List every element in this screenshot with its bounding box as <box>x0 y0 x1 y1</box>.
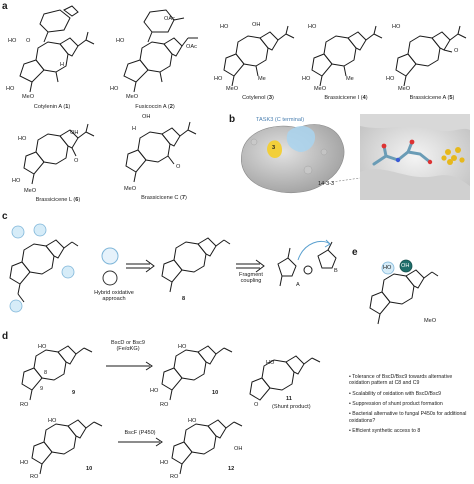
panel-letter-b: b <box>229 114 236 125</box>
protein-surface-image <box>241 114 470 200</box>
atom-label: OH <box>252 22 261 28</box>
atom-label: HO <box>214 76 223 82</box>
compound-number-9: 9 <box>72 390 76 396</box>
compound-number-11: 11 <box>286 396 292 402</box>
finding-item: • Scalability of oxidation with BscD/Bsc… <box>349 390 442 397</box>
protein-label: 14-3-3 <box>318 181 335 187</box>
atom-label: O <box>176 164 181 170</box>
atom-label: MeO <box>124 186 137 192</box>
atom-label: HO <box>220 24 229 30</box>
structure-cotylenol <box>223 25 295 87</box>
compound-label-4: Brassicicene I (4) <box>324 95 368 101</box>
atom-label: HO <box>308 24 317 30</box>
atom-label: HO <box>12 178 21 184</box>
findings-list: • Tolerance of BscD/Bsc9 towards alterna… <box>349 374 473 438</box>
atom-label: HO <box>110 86 119 92</box>
shunt-label: (Shunt product) <box>272 404 311 410</box>
atom-label: HO <box>48 418 57 424</box>
coupling-label: Fragment coupling <box>239 272 263 284</box>
atom-label: H <box>132 126 137 132</box>
approach-label: Hybrid oxidative approach <box>94 290 134 302</box>
atom-label: HO <box>188 418 197 424</box>
atom-label: HO <box>150 388 159 394</box>
compound-label-1: Cotylenin A (1) <box>33 104 71 110</box>
atom-label: Me <box>258 76 266 82</box>
atom-label: MeO <box>126 94 139 100</box>
finding-item: • Suppression of shunt product formation <box>349 400 443 407</box>
atom-label: OH <box>142 114 151 120</box>
atom-label: 9 <box>40 386 44 392</box>
compound-number-12: 12 <box>228 466 235 472</box>
atom-label: RO <box>160 402 169 408</box>
structure-fusicoccin-a <box>123 9 198 93</box>
panel-letter-e: e <box>352 247 358 258</box>
atom-label: MeO <box>424 318 437 324</box>
reagent-label-1: BscD or Bsc9 (Fe/αKG) <box>111 340 145 352</box>
finding-item: • Bacterial alternative to fungal P450s … <box>349 411 467 424</box>
panel-letter-c: c <box>2 211 8 222</box>
atom-label: RO <box>30 474 39 480</box>
atom-label: MeO <box>24 188 37 194</box>
atom-label: HO <box>160 460 169 466</box>
compound-label-3: Cotylenol (3) <box>242 95 274 101</box>
compound-number-10: 10 <box>212 390 219 396</box>
structure-compound-8-highlight <box>369 259 439 325</box>
biocatalysis-scheme <box>21 345 321 475</box>
atom-label: OH <box>401 263 410 269</box>
atom-label: OAc <box>164 16 175 22</box>
atom-label: H <box>60 62 65 68</box>
finding-item: • Tolerance of BscD/Bsc9 towards alterna… <box>349 374 453 387</box>
atom-label: MeO <box>22 94 35 100</box>
atom-label: O <box>254 402 259 408</box>
compound-label-6: Brassicicene L (6) <box>35 197 81 203</box>
structure-brassicicene-i <box>311 25 383 87</box>
compound-label-7: Brassicicene C (7) <box>141 195 187 201</box>
atom-label: HO <box>386 76 395 82</box>
atom-label: OH <box>70 130 79 136</box>
compound-8-label: 8 <box>182 296 186 302</box>
fragment-b-label: B <box>334 268 338 274</box>
structure-brassicicene-c <box>125 121 197 183</box>
atom-label: HO <box>8 38 17 44</box>
atom-label: HO <box>20 460 29 466</box>
atom-label: 8 <box>44 370 48 376</box>
atom-label: MeO <box>226 86 239 92</box>
atom-label: O <box>74 158 79 164</box>
atom-label: OAc <box>186 44 197 50</box>
atom-label: O <box>454 48 459 54</box>
ligand-number-label: 3 <box>272 145 276 151</box>
fragment-a-label: A <box>296 282 300 288</box>
retrosynthesis-scheme <box>9 223 337 313</box>
structure-brassicicene-l <box>23 123 95 185</box>
finding-item: • Efficient synthetic access to 8 <box>349 427 421 434</box>
compound-label-2: Fusicoccin A (2) <box>135 104 175 110</box>
atom-label: MeO <box>398 86 411 92</box>
atom-label: O <box>26 38 31 44</box>
structure-cotylenin-a <box>19 5 95 93</box>
atom-label: HO <box>38 344 47 350</box>
reagent-label-2: BscF (P450) <box>124 430 156 436</box>
atom-label: HO <box>302 76 311 82</box>
atom-label: HO <box>116 38 125 44</box>
atom-label: HO <box>178 344 187 350</box>
panel-letter-a: a <box>2 1 8 12</box>
atom-label: HO <box>18 136 27 142</box>
atom-label: OH <box>234 446 243 452</box>
structure-brassicicene-a <box>395 25 467 87</box>
panel-letter-d: d <box>2 331 9 342</box>
compound-number-10b: 10 <box>86 466 93 472</box>
task3-label: TASK3 (C terminal) <box>256 117 305 123</box>
compound-label-5: Brassicicene A (5) <box>409 95 455 101</box>
atom-label: Me <box>346 76 354 82</box>
atom-label: HO <box>383 265 392 271</box>
atom-label: RO <box>170 474 179 480</box>
atom-label: HO <box>392 24 401 30</box>
atom-label: MeO <box>314 86 327 92</box>
atom-label: HO <box>6 86 15 92</box>
atom-label: RO <box>20 402 29 408</box>
atom-label: HO <box>266 360 275 366</box>
